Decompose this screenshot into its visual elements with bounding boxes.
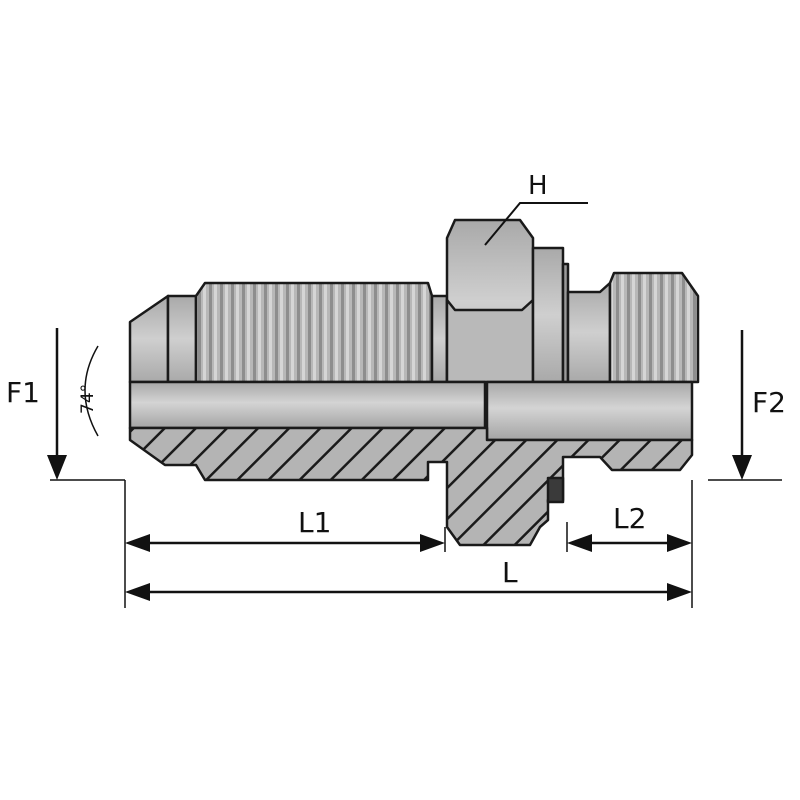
flare-shoulder bbox=[166, 294, 198, 384]
l-label: L bbox=[502, 556, 518, 589]
angle-label: 74° bbox=[78, 384, 98, 414]
washer bbox=[531, 246, 565, 384]
section-hatch bbox=[128, 426, 694, 547]
hex-leader bbox=[484, 202, 588, 246]
o-ring bbox=[546, 476, 565, 504]
flare-cone bbox=[128, 294, 170, 384]
f2-label: F2 bbox=[752, 386, 786, 419]
bore-right bbox=[485, 380, 694, 442]
hex-label: H bbox=[528, 171, 548, 201]
right-body bbox=[566, 281, 612, 384]
bore-left bbox=[128, 380, 487, 430]
angle-arc bbox=[84, 345, 99, 437]
l1-label: L1 bbox=[298, 506, 331, 539]
right-thread bbox=[608, 271, 700, 384]
left-thread bbox=[194, 281, 434, 384]
f1-label: F1 bbox=[6, 376, 40, 409]
neck bbox=[430, 294, 449, 384]
l2-label: L2 bbox=[613, 502, 646, 535]
hex-face bbox=[445, 298, 535, 384]
